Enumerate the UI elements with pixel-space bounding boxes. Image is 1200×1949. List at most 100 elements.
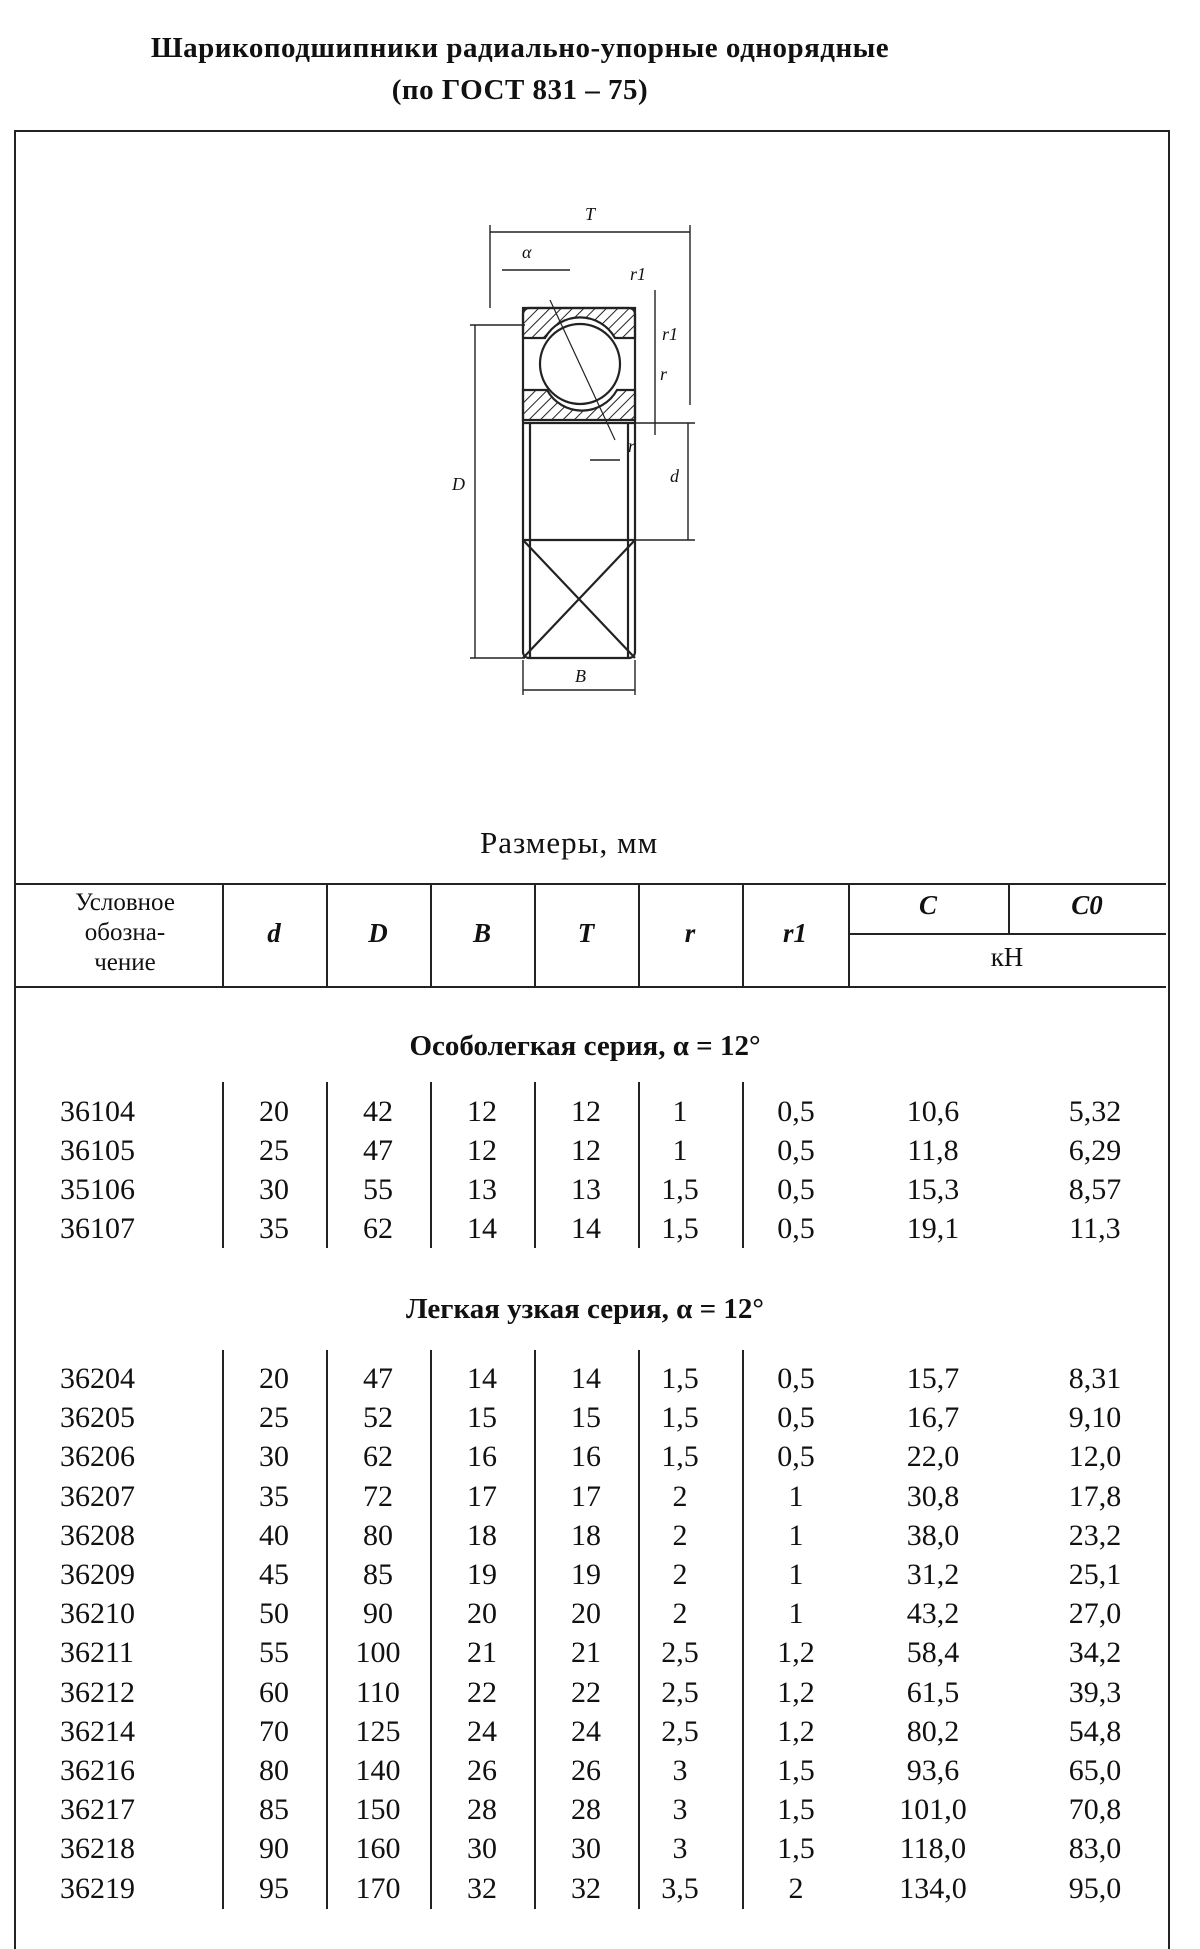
- page-subtitle: (по ГОСТ 831 – 75): [391, 74, 649, 106]
- cell-designation: 36211: [60, 1636, 134, 1670]
- header-r1: r1: [782, 918, 807, 948]
- cell-B: 12: [467, 1134, 497, 1167]
- cell-d: 60: [259, 1675, 289, 1709]
- col-divider: [534, 1350, 536, 1909]
- cell-designation: 36204: [60, 1362, 135, 1395]
- cell-r: 1: [672, 1095, 688, 1128]
- cell-T: 13: [571, 1173, 601, 1206]
- cell-D: 160: [355, 1832, 401, 1866]
- cell-d: 30: [259, 1173, 289, 1206]
- cell-r: 2: [672, 1518, 688, 1552]
- figure-frame: [14, 130, 1170, 1949]
- col-divider: [222, 1082, 224, 1248]
- cell-T: 21: [571, 1636, 601, 1670]
- table-top-border: [14, 883, 1166, 885]
- cell-designation: 36105: [60, 1134, 135, 1167]
- cell-D: 150: [355, 1793, 401, 1827]
- cell-C0: 8,31: [1068, 1362, 1122, 1395]
- cell-T: 32: [571, 1871, 601, 1905]
- cell-C0: 5,32: [1068, 1095, 1122, 1128]
- cell-r1: 0,5: [777, 1401, 815, 1435]
- cell-r1: 0,5: [777, 1173, 815, 1206]
- cell-r: 2: [672, 1479, 688, 1513]
- cell-B: 15: [467, 1401, 497, 1435]
- cell-C0: 70,8: [1068, 1793, 1122, 1827]
- cell-C: 118,0: [899, 1832, 967, 1866]
- cell-C0: 95,0: [1068, 1871, 1122, 1905]
- col-divider: [326, 883, 328, 986]
- col-divider: [1008, 883, 1010, 933]
- cell-C: 80,2: [906, 1714, 960, 1748]
- cell-B: 18: [467, 1518, 497, 1552]
- cell-B: 13: [467, 1173, 497, 1206]
- cell-d: 80: [259, 1754, 289, 1787]
- col-divider: [430, 1350, 432, 1909]
- cell-designation: 36218: [60, 1832, 135, 1866]
- cell-d: 35: [259, 1212, 289, 1245]
- cell-designation: 36214: [60, 1714, 135, 1748]
- dimension-lines: [470, 225, 695, 695]
- cell-D: 47: [363, 1134, 393, 1167]
- cell-r: 1: [672, 1134, 688, 1167]
- cell-r: 3: [672, 1754, 688, 1787]
- cell-r1: 1: [788, 1479, 804, 1513]
- col-divider: [534, 883, 536, 986]
- cell-r1: 1,2: [777, 1636, 815, 1670]
- cell-r1: 0,5: [777, 1134, 815, 1167]
- cell-D: 140: [355, 1754, 401, 1787]
- cell-D: 125: [355, 1714, 401, 1748]
- cell-T: 19: [571, 1558, 601, 1591]
- col-divider: [742, 883, 744, 986]
- cell-C: 58,4: [906, 1636, 960, 1670]
- label-r-inner: r: [628, 436, 636, 456]
- cell-C0: 39,3: [1068, 1675, 1122, 1709]
- cell-C0: 6,29: [1068, 1134, 1122, 1167]
- cell-r: 1,5: [661, 1362, 699, 1395]
- cell-C: 15,3: [906, 1173, 960, 1206]
- cell-B: 20: [467, 1597, 497, 1631]
- cell-C: 16,7: [906, 1401, 960, 1435]
- cell-T: 30: [571, 1832, 601, 1866]
- col-divider: [430, 1082, 432, 1248]
- cell-designation: 36104: [60, 1095, 135, 1128]
- cell-C: 10,6: [906, 1095, 960, 1128]
- cell-T: 14: [571, 1362, 601, 1395]
- label-r-side: r: [660, 364, 668, 384]
- col-divider: [638, 1350, 640, 1909]
- cell-r: 1,5: [661, 1401, 699, 1435]
- label-T: T: [585, 204, 597, 224]
- cell-r: 2: [672, 1597, 688, 1631]
- cell-C: 15,7: [906, 1362, 960, 1395]
- cell-C: 38,0: [906, 1518, 960, 1552]
- cell-C0: 17,8: [1068, 1479, 1122, 1513]
- sizes-caption: Размеры, мм: [480, 825, 659, 860]
- cell-D: 90: [363, 1597, 393, 1631]
- col-divider: [222, 883, 224, 986]
- cell-C0: 9,10: [1068, 1401, 1122, 1435]
- cell-T: 24: [571, 1714, 601, 1748]
- cell-D: 52: [363, 1401, 393, 1435]
- header-unit: кН: [990, 942, 1024, 972]
- bearing-section: [521, 299, 637, 660]
- cell-r1: 0,5: [777, 1440, 815, 1474]
- cell-B: 22: [467, 1675, 497, 1709]
- cell-D: 62: [363, 1440, 393, 1474]
- cell-designation: 36219: [60, 1871, 135, 1905]
- cell-T: 22: [571, 1675, 601, 1709]
- cell-r: 3: [672, 1832, 688, 1866]
- cell-B: 26: [467, 1754, 497, 1787]
- cell-C: 11,8: [907, 1134, 959, 1167]
- cell-r1: 1,5: [777, 1754, 815, 1787]
- label-r1-side: r1: [662, 324, 678, 344]
- cell-designation: 36212: [60, 1675, 135, 1709]
- unit-divider: [848, 933, 1166, 935]
- cell-d: 55: [259, 1636, 289, 1670]
- cell-d: 20: [259, 1095, 289, 1128]
- cell-C: 93,6: [906, 1754, 960, 1787]
- cell-C: 134,0: [899, 1871, 967, 1905]
- cell-B: 21: [467, 1636, 497, 1670]
- cell-B: 16: [467, 1440, 497, 1474]
- cell-designation: 36216: [60, 1754, 135, 1787]
- cell-d: 90: [259, 1832, 289, 1866]
- cell-T: 18: [571, 1518, 601, 1552]
